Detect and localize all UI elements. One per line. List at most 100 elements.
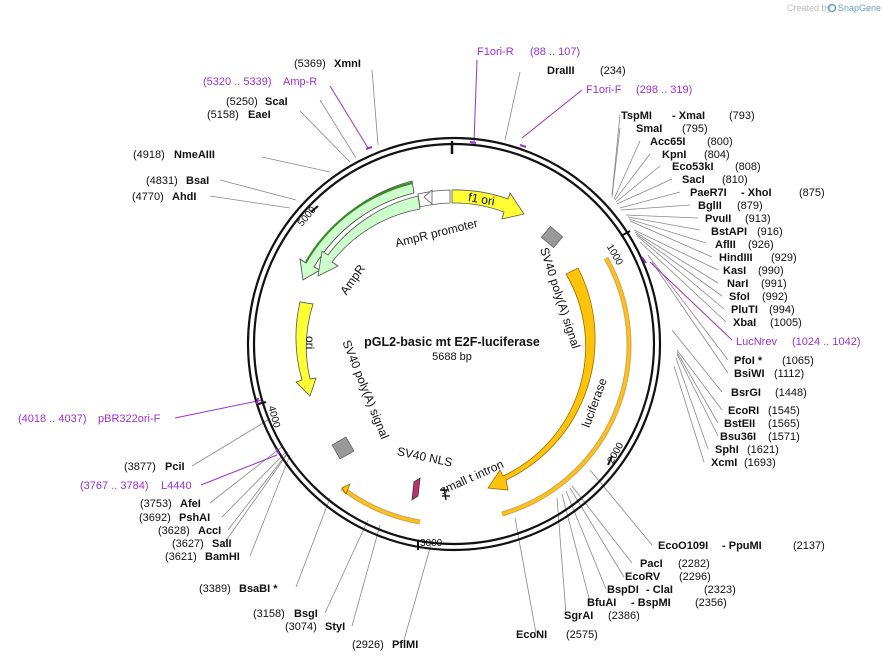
nari-pos: (991)	[761, 278, 787, 290]
xcmi-label[interactable]: XcmI	[711, 457, 737, 469]
bsiwi-pos: (1112)	[774, 368, 804, 380]
primer-f1ori-f-name[interactable]: F1ori-F	[586, 84, 622, 96]
bfuai-label[interactable]: BfuAI	[587, 597, 616, 609]
scai-label[interactable]: ScaI	[265, 96, 288, 108]
pflmi-label[interactable]: PflMI	[392, 639, 418, 651]
bsrgi-pos: (1448)	[775, 387, 807, 399]
bottom-intron-feature[interactable]: SV40 NLS small t intron	[340, 444, 506, 525]
bsgi-label[interactable]: BsgI	[294, 608, 318, 620]
econi-label[interactable]: EcoNI	[516, 629, 547, 641]
aflii-pos: (926)	[748, 239, 774, 251]
bglii-label[interactable]: BglII	[698, 200, 722, 212]
plasmid-backbone	[246, 136, 662, 552]
leader-lines	[191, 69, 729, 641]
xmni-label[interactable]: XmnI	[334, 58, 361, 70]
f1-ori-feature[interactable]: f1 ori	[451, 189, 525, 220]
bsrgi-label[interactable]: BsrGI	[731, 387, 761, 399]
bsteii-label[interactable]: BstEII	[724, 418, 755, 430]
primer-lucnrev-name[interactable]: LucNrev	[736, 336, 777, 348]
bamhi-label[interactable]: BamHI	[205, 551, 240, 563]
pluti-label[interactable]: PluTI	[731, 304, 758, 316]
primer-f1ori-r-name[interactable]: F1ori-R	[477, 46, 514, 58]
ahdi-label[interactable]: AhdI	[172, 191, 196, 203]
bsgi-pos: (3158)	[253, 608, 285, 620]
paer7i-label[interactable]: PaeR7I	[690, 187, 727, 199]
afei-pos: (3753)	[140, 498, 172, 510]
bspdi-pos: (2323)	[704, 584, 736, 596]
pcii-label[interactable]: PciI	[165, 461, 185, 473]
bsai-pos: (4831)	[146, 175, 178, 187]
bspdi-label[interactable]: BspDI	[607, 584, 639, 596]
eaei-pos: (5158)	[207, 109, 239, 121]
bsu36i-pos: (1571)	[768, 431, 800, 443]
saci-label[interactable]: SacI	[682, 174, 705, 186]
pvuii-label[interactable]: PvuII	[705, 213, 731, 225]
eco53ki-pos: (808)	[735, 161, 761, 173]
nari-label[interactable]: NarI	[727, 278, 748, 290]
tspmi-label[interactable]: TspMI	[621, 110, 652, 122]
hindiii-label[interactable]: HindIII	[719, 252, 753, 264]
sv40-polya-right-label: SV40 poly(A) signal	[537, 246, 583, 351]
bsu36i-label[interactable]: Bsu36I	[720, 431, 756, 443]
bglii-pos: (879)	[737, 200, 763, 212]
kpni-label[interactable]: KpnI	[662, 149, 686, 161]
kasi-label[interactable]: KasI	[723, 265, 746, 277]
primer-amp-r-range: (5320 .. 5339)	[203, 76, 272, 88]
econi-pos: (2575)	[566, 629, 598, 641]
ecori-pos: (1545)	[768, 405, 800, 417]
scai-pos: (5250)	[226, 96, 258, 108]
primer-pbr322ori-f-name[interactable]: pBR322ori-F	[98, 413, 161, 425]
xbai-pos: (1005)	[770, 317, 802, 329]
acc65i-label[interactable]: Acc65I	[650, 136, 685, 148]
smai-label[interactable]: SmaI	[636, 123, 662, 135]
ppumi-label[interactable]: - PpuMI	[722, 540, 762, 552]
draiii-label[interactable]: DraIII	[547, 65, 575, 77]
styi-label[interactable]: StyI	[325, 621, 345, 633]
paci-label[interactable]: PacI	[640, 558, 663, 570]
bsabi-label[interactable]: BsaBI *	[239, 583, 278, 595]
ecori-label[interactable]: EcoRI	[728, 405, 759, 417]
bsiwi-label[interactable]: BsiWI	[734, 368, 765, 380]
sphi-label[interactable]: SphI	[715, 444, 739, 456]
pshai-label[interactable]: PshAI	[179, 512, 210, 524]
sv40-nls-marker	[411, 477, 421, 501]
xmni-pos: (5369)	[294, 58, 326, 70]
pfoi-label[interactable]: PfoI *	[734, 355, 763, 367]
afei-label[interactable]: AfeI	[180, 498, 201, 510]
nmeaiii-label[interactable]: NmeAIII	[174, 149, 215, 161]
ori-feature[interactable]: ori	[295, 301, 317, 397]
draiii-pos: (234)	[600, 65, 626, 77]
primer-lucnrev-range: (1024 .. 1042)	[792, 336, 861, 348]
primer-l4440-name[interactable]: L4440	[161, 480, 192, 492]
small-t-intron-marker	[440, 487, 450, 501]
xmai-label[interactable]: - XmaI	[672, 110, 705, 122]
sali-pos: (3627)	[172, 538, 204, 550]
sv40-polya-left-feature[interactable]: SV40 poly(A) signal	[331, 338, 392, 460]
sali-label[interactable]: SalI	[212, 538, 232, 550]
aflii-label[interactable]: AflII	[715, 239, 736, 251]
clai-label[interactable]: - ClaI	[646, 584, 673, 596]
pluti-pos: (994)	[769, 304, 795, 316]
primer-f1ori-f-range: (298 .. 319)	[636, 84, 692, 96]
bsai-label[interactable]: BsaI	[186, 175, 209, 187]
sfoi-label[interactable]: SfoI	[729, 291, 750, 303]
pflmi-pos: (2926)	[352, 639, 384, 651]
primer-l4440-range: (3767 .. 3784)	[80, 480, 149, 492]
smai-pos: (795)	[682, 123, 708, 135]
sgrai-label[interactable]: SgrAI	[564, 610, 593, 622]
ecoo109i-label[interactable]: EcoO109I	[658, 540, 708, 552]
bamhi-pos: (3621)	[165, 551, 197, 563]
xbai-label[interactable]: XbaI	[733, 317, 756, 329]
bspmi-label[interactable]: - BspMI	[631, 597, 671, 609]
eaei-label[interactable]: EaeI	[248, 109, 271, 121]
eco53ki-label[interactable]: Eco53kI	[672, 161, 714, 173]
bstapi-pos: (916)	[757, 226, 783, 238]
ecorv-label[interactable]: EcoRV	[625, 571, 661, 583]
sphi-pos: (1621)	[747, 444, 779, 456]
bstapi-label[interactable]: BstAPI	[711, 226, 747, 238]
acci-label[interactable]: AccI	[198, 525, 221, 537]
xhoi-label[interactable]: - XhoI	[741, 187, 772, 199]
ecorv-pos: (2296)	[679, 571, 711, 583]
primer-amp-r-name[interactable]: Amp-R	[283, 76, 317, 88]
